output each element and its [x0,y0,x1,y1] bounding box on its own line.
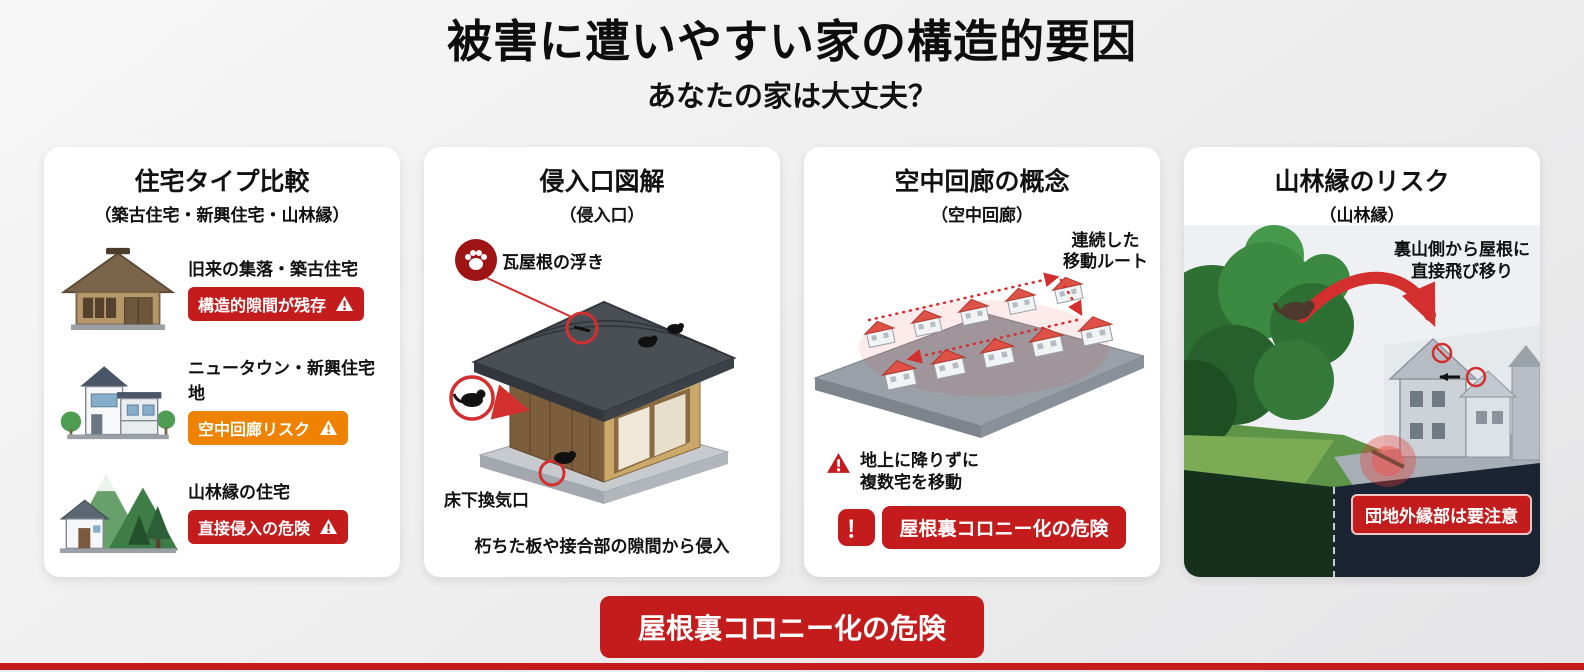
traditional-house-diagram [449,238,737,504]
edge-caution-badge: 団地外縁部は要注意 [1351,493,1532,535]
card-title: 住宅タイプ比較 [134,167,310,196]
risk-badge-label: 空中回廊リスク [198,421,311,439]
card-housing-types: 住宅タイプ比較 （築古住宅・新興住宅・山林縁） [44,146,400,577]
card-entry-points: 侵入口図解 （侵入口） [424,146,780,577]
card-aerial-corridor: 空中回廊の概念 （空中回廊） [804,146,1160,577]
footer: 屋根裏コロニー化の危険 [0,577,1584,672]
housing-type-label: ニュータウン・新興住宅地 [188,358,375,403]
card-subtitle: （空中回廊） [931,205,1033,225]
ground-warning-text: 地上に降りずに 複数宅を移動 [860,450,979,492]
warning-icon [336,296,354,312]
risk-badge: 直接侵入の危険 [188,509,349,544]
aerial-corridor-illustration: 連続した 移動ルート [804,230,1160,444]
page-subtitle: あなたの家は大丈夫？ [646,80,937,113]
paw-icon [455,238,497,281]
animal-silhouette [638,335,658,348]
new-town-house-icon [58,355,178,443]
housing-type-row-old: 旧来の集落・築古住宅 構造的隙間が残存 [58,244,386,332]
footer-accent-line [0,662,1584,670]
card-row: 住宅タイプ比較 （築古住宅・新興住宅・山林縁） [0,115,1584,577]
entry-caption: 朽ちた板や接合部の隙間から侵入 [474,536,730,556]
ground-warning: 地上に降りずに 複数宅を移動 [804,450,1160,494]
colony-risk-badge: ！ 屋根裏コロニー化の危険 [804,505,1160,549]
warning-icon [320,519,338,535]
forest-edge-illustration: 裏山側から屋根に 直接飛び移り 団地外縁部は要注意 [1184,224,1540,577]
housing-type-list: 旧来の集落・築古住宅 構造的隙間が残存 [44,244,400,555]
housing-type-row-newtown: ニュータウン・新興住宅地 空中回廊リスク [58,354,386,445]
card-subtitle: （築古住宅・新興住宅・山林縁） [94,205,350,225]
page-title: 被害に遭いやすい家の構造的要因 [446,16,1137,67]
risk-badge-label: 直接侵入の危険 [198,520,311,538]
animal-silhouette [554,450,576,464]
underfloor-vent-label: 床下換気口 [444,490,529,510]
housing-estate-diagram [813,272,1144,438]
card-title: 空中回廊の概念 [894,167,1070,196]
housing-type-label: 山林縁の住宅 [188,482,290,502]
entry-points-illustration: 瓦屋根の浮き 床下換気口 [424,230,780,530]
housing-type-label: 旧来の集落・築古住宅 [188,259,358,279]
animal-silhouette [452,389,486,407]
risk-badge-label: 構造的隙間が残存 [198,297,327,315]
card-forest-edge: 山林縁のリスク （山林縁） [1184,146,1540,577]
card-title: 侵入口図解 [539,167,665,196]
exclamation-icon: ！ [838,508,876,546]
housing-type-row-forest: 山林縁の住宅 直接侵入の危険 [58,467,386,555]
forest-edge-house-icon [58,467,178,555]
card-title: 山林縁のリスク [1274,167,1450,196]
card-subtitle: （山林縁） [1319,205,1405,225]
risk-badge: 空中回廊リスク [188,410,349,445]
roof-gap-label: 瓦屋根の浮き [502,252,604,272]
colony-risk-badge-label: 屋根裏コロニー化の危険 [882,505,1126,549]
route-label: 連続した 移動ルート [1063,230,1148,271]
warning-triangle-icon [827,452,850,473]
page-header: 被害に遭いやすい家の構造的要因 あなたの家は大丈夫？ [0,0,1584,115]
animal-silhouette [1273,300,1315,320]
animal-silhouette [667,322,684,334]
risk-badge: 構造的隙間が残存 [188,286,365,321]
warning-icon [320,420,338,436]
card-subtitle: （侵入口） [559,205,645,225]
jump-label: 裏山側から屋根に 直接飛び移り [1394,239,1530,281]
old-village-house-icon [58,244,178,332]
footer-banner: 屋根裏コロニー化の危険 [599,595,984,658]
